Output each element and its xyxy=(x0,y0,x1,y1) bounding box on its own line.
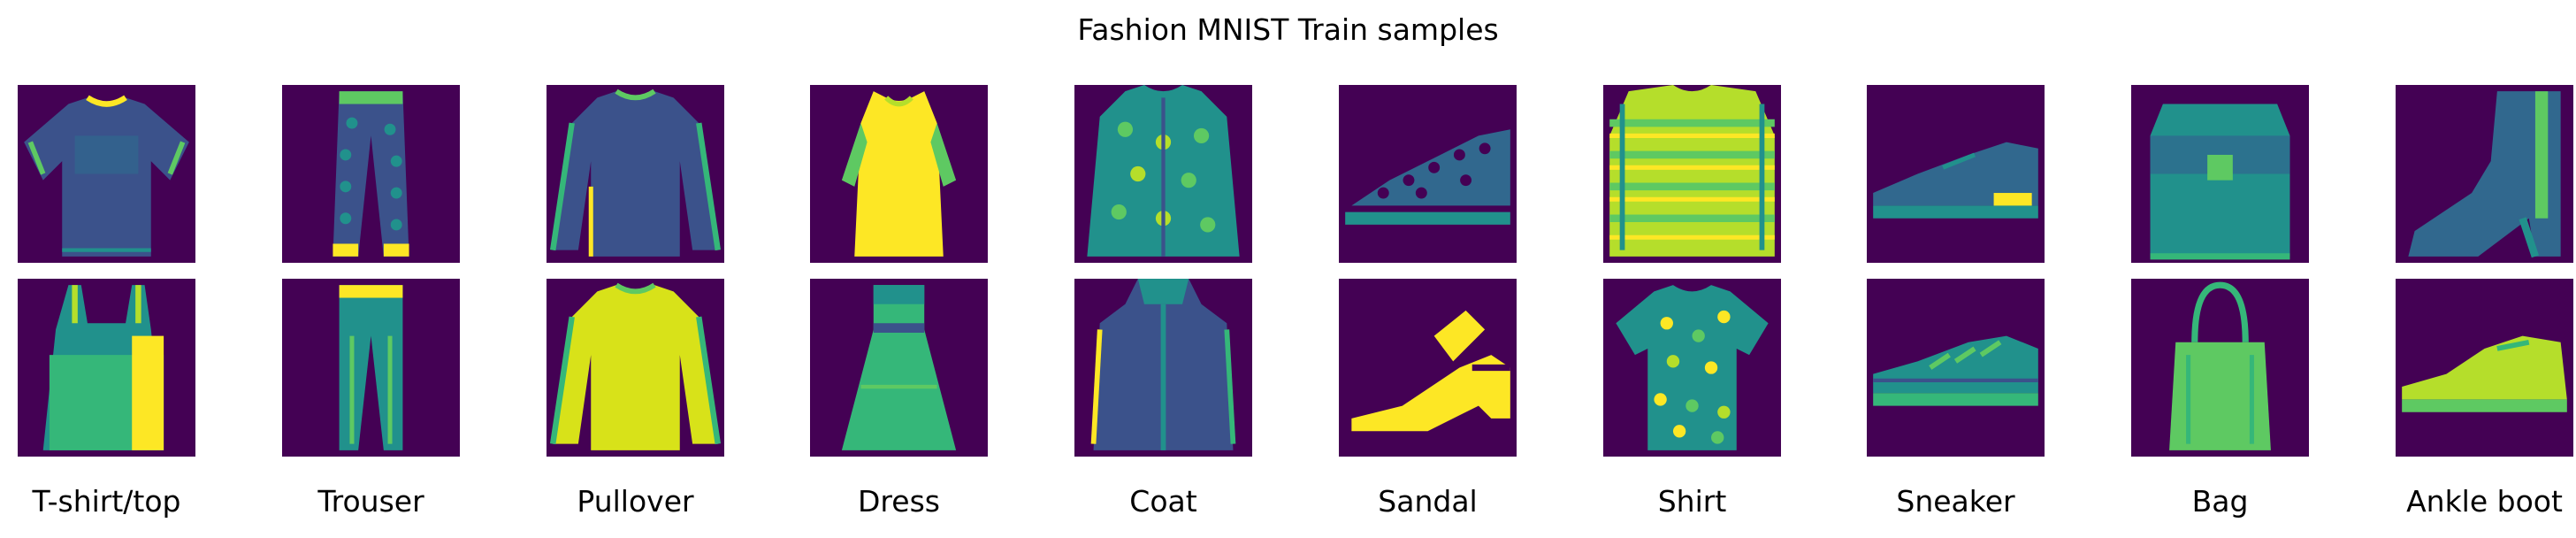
sample-image-ankle-boot-2 xyxy=(2396,279,2573,457)
sample-image-tshirt-1 xyxy=(18,85,195,263)
sample-image-pullover-2 xyxy=(547,279,724,457)
sample-column-trouser: Trouser xyxy=(282,85,460,527)
sample-image-tshirt-2 xyxy=(18,279,195,457)
sample-image-dress-1 xyxy=(810,85,988,263)
sample-column-ankle-boot: Ankle boot xyxy=(2396,85,2573,527)
sample-image-dress-2 xyxy=(810,279,988,457)
sample-image-coat-2 xyxy=(1074,279,1252,457)
class-label-shirt: Shirt xyxy=(1657,484,1727,519)
sample-image-trouser-2 xyxy=(282,279,460,457)
sample-column-tshirt: T-shirt/top xyxy=(18,85,195,527)
class-label-bag: Bag xyxy=(2191,484,2249,519)
sample-column-sneaker: Sneaker xyxy=(1867,85,2045,527)
class-label-coat: Coat xyxy=(1129,484,1197,519)
sample-image-ankle-boot-1 xyxy=(2396,85,2573,263)
class-label-ankle-boot: Ankle boot xyxy=(2406,484,2563,519)
sample-column-shirt: Shirt xyxy=(1603,85,1781,527)
sample-column-coat: Coat xyxy=(1074,85,1252,527)
sample-image-pullover-1 xyxy=(547,85,724,263)
sample-image-sandal-2 xyxy=(1339,279,1517,457)
sample-image-shirt-2 xyxy=(1603,279,1781,457)
sample-image-bag-2 xyxy=(2131,279,2309,457)
sample-image-bag-1 xyxy=(2131,85,2309,263)
sample-column-sandal: Sandal xyxy=(1339,85,1517,527)
sample-image-sneaker-2 xyxy=(1867,279,2045,457)
class-label-sandal: Sandal xyxy=(1378,484,1478,519)
class-label-dress: Dress xyxy=(858,484,940,519)
sample-column-pullover: Pullover xyxy=(547,85,724,527)
sample-column-dress: Dress xyxy=(810,85,988,527)
sample-image-trouser-1 xyxy=(282,85,460,263)
sample-image-coat-1 xyxy=(1074,85,1252,263)
sample-image-shirt-1 xyxy=(1603,85,1781,263)
figure-title: Fashion MNIST Train samples xyxy=(1077,12,1499,47)
class-label-tshirt: T-shirt/top xyxy=(32,484,181,519)
sample-image-sandal-1 xyxy=(1339,85,1517,263)
class-label-pullover: Pullover xyxy=(577,484,694,519)
class-label-trouser: Trouser xyxy=(317,484,424,519)
sample-image-sneaker-1 xyxy=(1867,85,2045,263)
class-label-sneaker: Sneaker xyxy=(1896,484,2015,519)
sample-column-bag: Bag xyxy=(2131,85,2309,527)
